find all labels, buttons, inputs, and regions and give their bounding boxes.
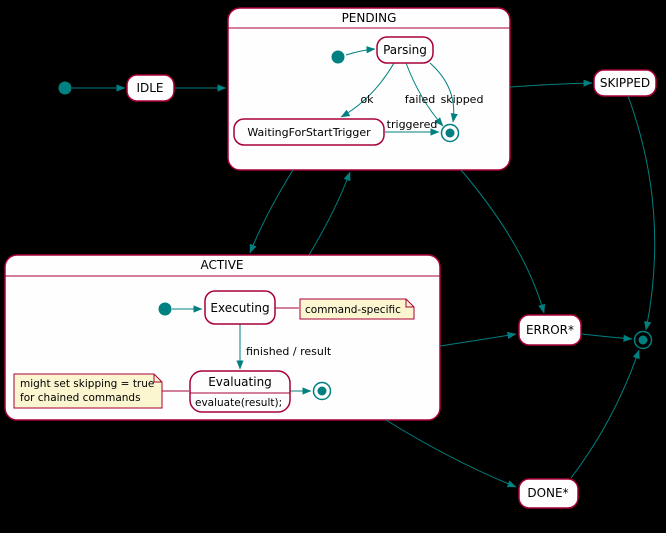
note-shape bbox=[13, 373, 163, 409]
note-text: command-specific bbox=[305, 304, 401, 316]
executing-box bbox=[204, 290, 276, 325]
state-evaluating: Evaluating evaluate(result); bbox=[189, 370, 291, 413]
executing-label: Executing bbox=[210, 301, 269, 315]
evaluating-box bbox=[189, 370, 291, 413]
idle-box bbox=[126, 74, 175, 102]
transition-pending-to-active bbox=[249, 169, 294, 254]
initial-state-icon bbox=[58, 81, 72, 95]
note-fold-icon bbox=[153, 374, 162, 383]
transition-label-triggered: triggered bbox=[387, 118, 438, 131]
transition-active-to-error bbox=[439, 331, 517, 347]
transition-parsing-to-final-skipped bbox=[429, 62, 458, 123]
pending-initial-state-icon bbox=[331, 50, 345, 64]
state-idle: IDLE bbox=[126, 74, 175, 102]
active-final-state-icon bbox=[312, 381, 332, 401]
transition-error-to-final bbox=[581, 333, 633, 342]
transition-label-ok: ok bbox=[360, 93, 374, 106]
transition-parsing-to-waiting-ok bbox=[340, 62, 395, 118]
done-box bbox=[518, 478, 579, 509]
note-text-line1: might set skipping = true bbox=[20, 378, 154, 390]
idle-label: IDLE bbox=[136, 81, 163, 95]
error-label: ERROR* bbox=[526, 323, 574, 337]
transition-pending-to-error bbox=[460, 169, 546, 314]
state-error: ERROR* bbox=[518, 314, 582, 346]
note-skipping: might set skipping = true for chained co… bbox=[13, 373, 189, 409]
active-title: ACTIVE bbox=[200, 258, 243, 272]
active-initial-state-icon bbox=[158, 302, 172, 316]
state-waiting-for-start-trigger: WaitingForStartTrigger bbox=[233, 118, 385, 146]
waiting-box bbox=[233, 118, 385, 146]
transition-done-to-final bbox=[570, 349, 640, 479]
transition-label-failed: failed bbox=[405, 93, 435, 106]
skipped-box bbox=[593, 69, 657, 97]
error-box bbox=[518, 314, 582, 346]
note-fold-icon bbox=[405, 299, 414, 308]
transition-active-to-done bbox=[385, 419, 517, 488]
state-parsing: Parsing bbox=[376, 36, 434, 64]
transition-label-finished-result: finished / result bbox=[246, 345, 332, 358]
transition-label-skipped: skipped bbox=[441, 93, 484, 106]
evaluating-label: Evaluating bbox=[208, 375, 272, 389]
done-label: DONE* bbox=[527, 486, 568, 500]
transitions bbox=[72, 46, 656, 488]
note-text-line2: for chained commands bbox=[20, 392, 141, 404]
skipped-label: SKIPPED bbox=[600, 76, 650, 90]
state-executing: Executing bbox=[204, 290, 276, 325]
note-command-specific: command-specific bbox=[275, 298, 415, 320]
parsing-label: Parsing bbox=[383, 43, 427, 57]
transition-pending-to-skipped bbox=[509, 79, 593, 88]
pending-title: PENDING bbox=[342, 11, 397, 25]
evaluating-action-label: evaluate(result); bbox=[195, 397, 282, 409]
state-skipped: SKIPPED bbox=[593, 69, 657, 97]
transition-pendingstart-to-parsing bbox=[345, 46, 376, 56]
transition-skipped-to-final bbox=[627, 95, 656, 331]
transition-active-to-pending bbox=[308, 171, 351, 256]
parsing-box bbox=[376, 36, 434, 64]
transition-parsing-to-final-failed bbox=[405, 62, 444, 127]
final-state-icon bbox=[633, 330, 653, 350]
state-done: DONE* bbox=[518, 478, 579, 509]
waiting-label: WaitingForStartTrigger bbox=[247, 126, 371, 139]
pending-final-state-icon bbox=[440, 123, 460, 143]
note-shape bbox=[299, 298, 415, 320]
